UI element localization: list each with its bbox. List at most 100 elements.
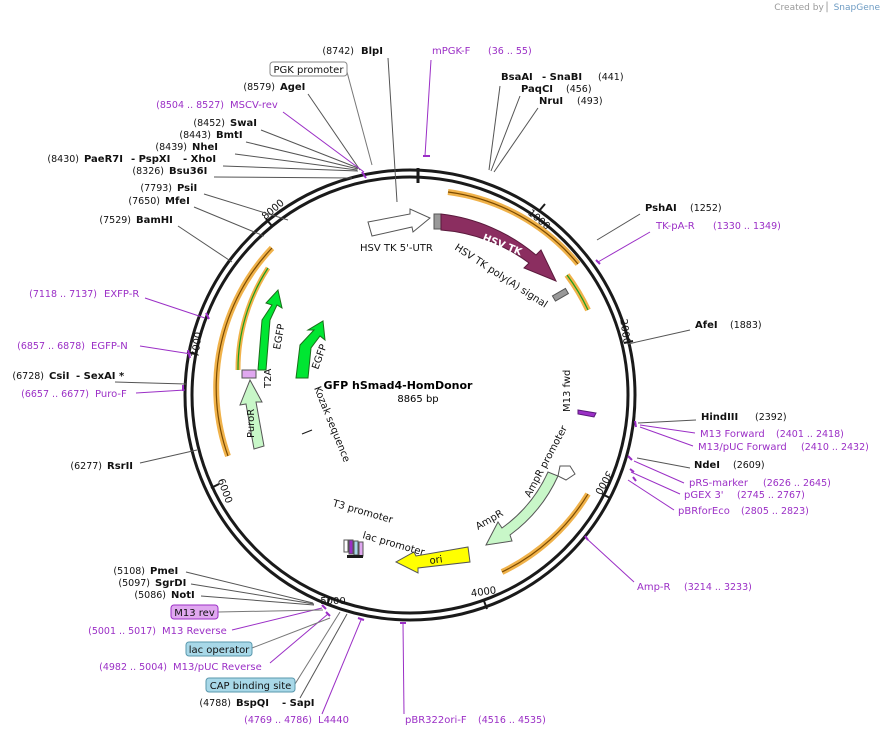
snapgene-credit: Created by ‏▏SnapGene — [774, 3, 880, 13]
primer-position: (6657 .. 6677) — [21, 389, 89, 400]
egfp-inner-arrow — [295, 320, 326, 379]
ring-tick — [538, 203, 546, 212]
primer-position: (8504 .. 8527) — [156, 100, 224, 111]
primer-name: pBRforEco — [678, 506, 730, 517]
enzyme-leader — [596, 213, 641, 241]
enzyme-position: (5086) — [134, 590, 166, 601]
enzyme-leader — [139, 449, 198, 464]
primer-leader — [627, 479, 675, 511]
feature-box — [185, 641, 253, 657]
m13-fwd-marker — [577, 409, 597, 418]
primer-leader — [630, 471, 681, 495]
primer-site — [629, 468, 635, 473]
enzyme-leader — [490, 95, 521, 172]
enzyme-position: (8430) — [47, 154, 79, 165]
enzyme-name: PshAI — [645, 203, 677, 214]
hsv-tk-start-block — [433, 213, 442, 230]
enzyme-name: BlpI — [361, 46, 383, 57]
primer-leader — [639, 426, 694, 447]
enzyme-name: RsrII — [107, 461, 133, 472]
primer-site — [325, 611, 331, 617]
enzyme-position: (8443) — [179, 130, 211, 141]
enzyme-leader — [636, 457, 691, 469]
enzyme-position: (8579) — [243, 82, 275, 93]
leader-lines — [114, 57, 697, 715]
primer-leader — [639, 424, 696, 434]
enzyme-position: (7529) — [99, 215, 131, 226]
primer-position: (2410 .. 2432) — [801, 442, 869, 453]
enzyme-leader — [200, 595, 315, 606]
enzyme-leader — [637, 419, 697, 424]
primer-site — [321, 604, 327, 610]
ring-tick — [623, 340, 634, 344]
primer-name: pBR322ori-F — [405, 715, 467, 726]
primer-position: (4769 .. 4786) — [244, 715, 312, 726]
enzyme-name: BmtI — [216, 130, 243, 141]
hsv-tk-arrow — [440, 213, 558, 282]
enzyme-isoschizomer: - SnaBI — [542, 72, 582, 83]
ring-tick — [326, 596, 331, 606]
puror-label: PuroR — [246, 409, 257, 438]
enzyme-position: (1252) — [690, 203, 722, 214]
primer-name: pGEX 3' — [684, 490, 724, 501]
enzyme-name: NruI — [539, 96, 563, 107]
enzyme-leader — [627, 329, 691, 345]
enzyme-isoschizomer: - PspXI — [131, 154, 170, 165]
primer-position: (2805 .. 2823) — [741, 506, 809, 517]
enzyme-leader — [260, 129, 359, 169]
primer-leader — [321, 619, 362, 715]
primer-name: L4440 — [318, 715, 349, 726]
primer-name: EGFP-N — [91, 341, 128, 352]
feature-leader — [217, 609, 324, 613]
enzyme-position: (8439) — [155, 142, 187, 153]
primer-name: M13 Reverse — [162, 626, 227, 637]
enzyme-leader — [190, 583, 315, 605]
primer-site — [632, 476, 637, 482]
enzyme-position: (4788) — [199, 698, 231, 709]
enzyme-position: (456) — [566, 84, 592, 95]
t2a-box — [241, 369, 257, 379]
primer-name: M13/pUC Forward — [698, 442, 787, 453]
feature-box — [205, 677, 296, 693]
primer-name: Puro-F — [95, 389, 127, 400]
primer-leader — [282, 111, 365, 173]
enzyme-name: PsiI — [177, 183, 197, 194]
ring-tick — [601, 493, 611, 499]
primer-name: MSCV-rev — [230, 100, 278, 111]
enzyme-name: AfeI — [695, 320, 718, 331]
plasmid-backbone — [183, 168, 637, 622]
enzyme-name: BamHI — [136, 215, 173, 226]
labels: (8742)BlpI(8579)AgeI(8452)SwaI(8443)BmtI… — [12, 46, 868, 726]
hsv-tk-polya-block — [551, 287, 570, 302]
enzyme-leader — [245, 141, 359, 170]
enzyme-name: NotI — [171, 590, 195, 601]
feature-box — [170, 604, 219, 620]
enzyme-position: (7650) — [128, 196, 160, 207]
primer-name: M13 Forward — [700, 429, 765, 440]
primer-leader — [597, 231, 651, 263]
enzyme-name: MfeI — [165, 196, 190, 207]
ring-tick-label: 4000 — [470, 585, 497, 599]
ampr-promoter-arrow — [557, 465, 576, 481]
feature-box-label: lac operator — [189, 645, 250, 656]
enzyme-position: (5108) — [113, 566, 145, 577]
primer-marks — [182, 155, 637, 624]
ring-tick-label: 2000 — [617, 318, 631, 345]
ori-label: ori — [429, 554, 443, 567]
primer-position: (4516 .. 4535) — [478, 715, 546, 726]
credit-prefix: Created by — [774, 3, 824, 13]
enzyme-name: BspQI — [236, 698, 269, 709]
primer-site — [205, 312, 210, 320]
primer-leader — [231, 607, 323, 631]
plasmid-name: GFP hSmad4-HomDonor — [324, 379, 473, 392]
ring-tick-label: 6000 — [215, 477, 234, 505]
egfp-outer-label: EGFP — [272, 323, 287, 350]
puror-arrow — [239, 378, 265, 450]
primer-position: (7118 .. 7137) — [29, 289, 97, 300]
enzyme-name: SgrDI — [155, 578, 186, 589]
enzyme-name: PaqCI — [521, 84, 553, 95]
enzyme-position: (493) — [577, 96, 603, 107]
primer-leader — [424, 59, 432, 157]
orf-arcs — [213, 189, 591, 575]
enzyme-position: (6277) — [70, 461, 102, 472]
